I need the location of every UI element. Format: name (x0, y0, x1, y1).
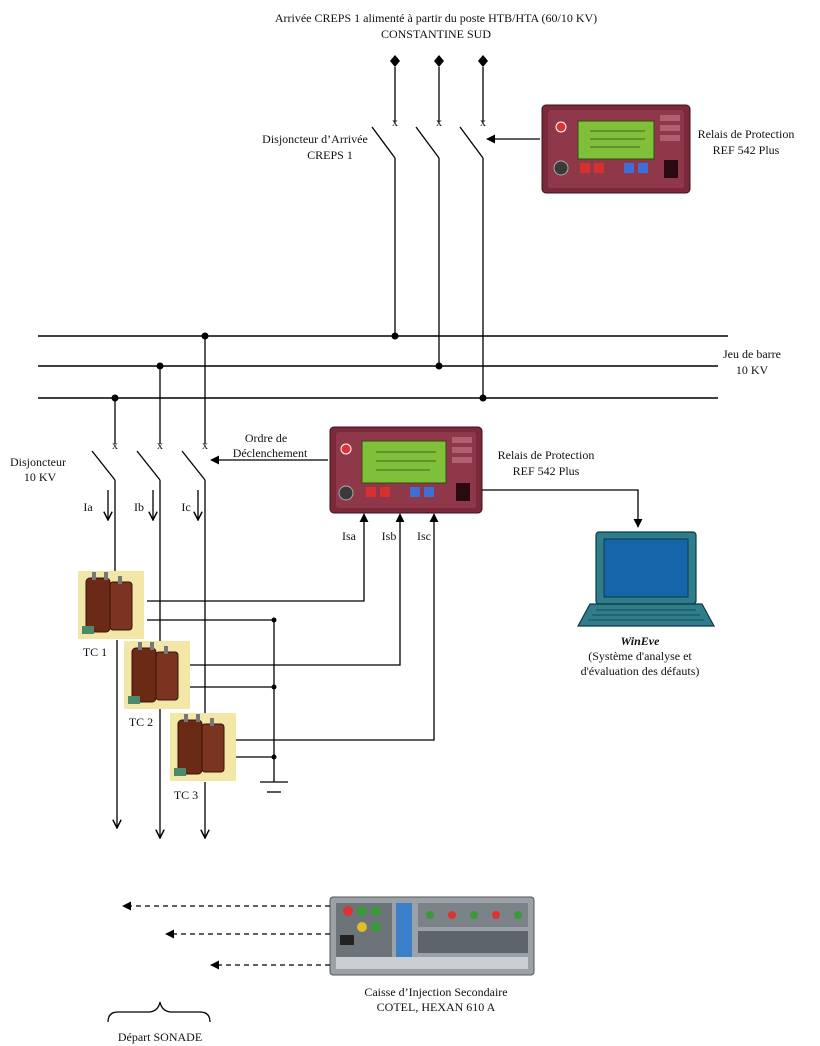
relay-top-label-line1: Relais de Protection (698, 127, 795, 141)
current-transformer-tc1 (78, 571, 144, 639)
relay-top-screen (577, 120, 655, 160)
relay-to-wineve-link (482, 489, 643, 528)
feeder-phases: x x x (91, 336, 208, 838)
secondary-injection-box (329, 896, 535, 976)
relay-mid-label-line2: REF 542 Plus (513, 464, 580, 478)
relay-ref542-top (541, 104, 691, 194)
trip-order-label-line2: Déclenchement (233, 446, 308, 460)
relay-top-label-line2: REF 542 Plus (713, 143, 780, 157)
relay-input-isb: Isb (382, 529, 397, 543)
incoming-breaker-blade-c (459, 126, 484, 159)
busbar-label-line2: 10 KV (736, 363, 769, 377)
ct-secondary-wiring (147, 513, 439, 793)
feeder-breaker-blade-b (136, 450, 161, 481)
incoming-breaker-mark-b: x (436, 115, 442, 129)
incoming-breaker-label-line1: Disjoncteur d’Arrivée (262, 132, 368, 146)
busbar-label-line1: Jeu de barre (723, 347, 781, 361)
ct-label-tc1: TC 1 (83, 645, 107, 659)
incoming-terminal-c (478, 55, 488, 67)
current-label-ia: Ia (83, 500, 93, 514)
incoming-feeder: x x x (371, 55, 488, 398)
header-title-line1: Arrivée CREPS 1 alimenté à partir du pos… (275, 11, 597, 25)
wineve-screen (603, 538, 689, 598)
feeder-breaker-blade-a (91, 450, 116, 481)
wineve-desc-line2: d'évaluation des défauts) (581, 664, 700, 678)
relay-input-isa: Isa (342, 529, 357, 543)
incoming-breaker-mark-c: x (480, 115, 486, 129)
busbar-10kv (38, 332, 728, 402)
ct-label-tc3: TC 3 (174, 788, 198, 802)
trip-order-label-line1: Ordre de (245, 431, 287, 445)
header-title-line2: CONSTANTINE SUD (381, 27, 491, 41)
wineve-laptop (576, 531, 716, 627)
incoming-breaker-blade-b (415, 126, 440, 159)
wineve-name: WinEve (621, 634, 661, 648)
incoming-breaker-blade-a (371, 126, 396, 159)
departure-label: Départ SONADE (118, 1030, 202, 1044)
current-label-ic: Ic (181, 500, 190, 514)
departure-brace (107, 1001, 211, 1023)
feeder-breaker-label-line2: 10 KV (24, 470, 57, 484)
injection-box-label-line2: COTEL, HEXAN 610 A (377, 1000, 496, 1014)
incoming-breaker-label-line2: CREPS 1 (307, 148, 353, 162)
feeder-breaker-label-line1: Disjoncteur (10, 455, 66, 469)
relay-mid-screen (361, 440, 447, 484)
incoming-breaker-mark-a: x (392, 115, 398, 129)
current-transformer-tc3 (170, 713, 236, 781)
incoming-terminal-a (390, 55, 400, 67)
incoming-terminal-b (434, 55, 444, 67)
current-transformer-tc2 (124, 641, 190, 709)
relay-ref542-mid (329, 426, 483, 514)
ct-label-tc2: TC 2 (129, 715, 153, 729)
feeder-breaker-mark-a: x (112, 438, 118, 452)
feeder-breaker-mark-b: x (157, 438, 163, 452)
current-label-ib: Ib (134, 500, 144, 514)
phase-current-arrows (108, 490, 198, 520)
relay-mid-label-line1: Relais de Protection (498, 448, 595, 462)
feeder-breaker-blade-c (181, 450, 206, 481)
wineve-desc-line1: (Système d'analyse et (588, 649, 692, 663)
feeder-breaker-mark-c: x (202, 438, 208, 452)
relay-input-isc: Isc (417, 529, 431, 543)
injection-box-label-line1: Caisse d’Injection Secondaire (364, 985, 507, 999)
